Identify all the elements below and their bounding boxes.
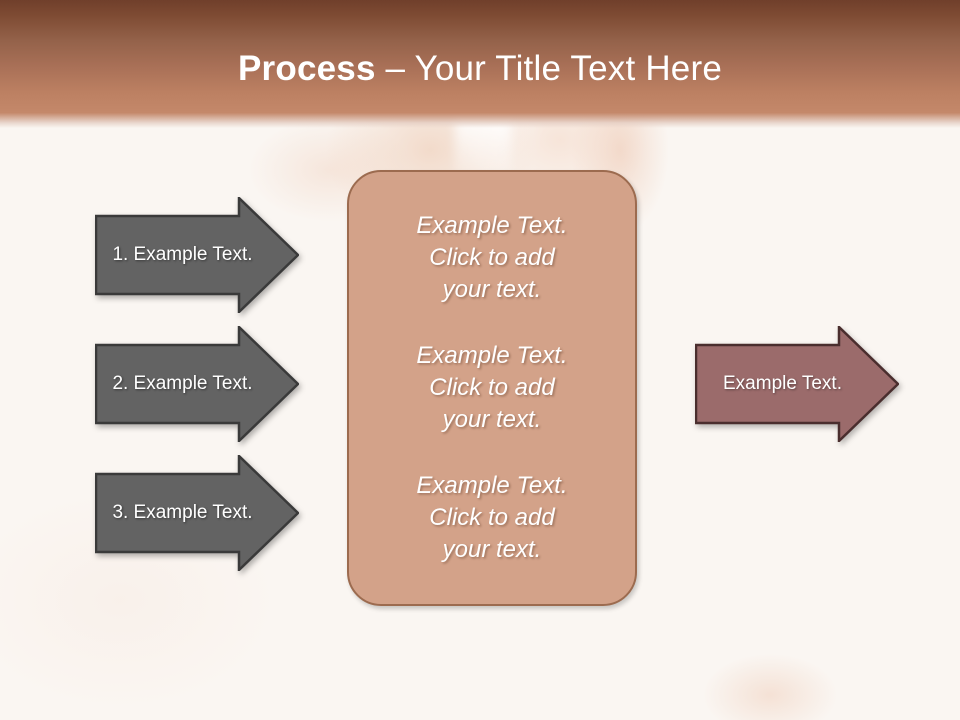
center-content-panel[interactable]: Example Text. Click to add your text. Ex… xyxy=(347,170,637,606)
right-arrow-icon xyxy=(695,326,899,442)
page-title-rest: – Your Title Text Here xyxy=(375,49,722,88)
right-arrow-icon xyxy=(95,455,299,571)
page-title: Process – Your Title Text Here xyxy=(0,49,960,89)
step-arrow-3[interactable]: 3. Example Text. xyxy=(95,455,299,571)
step-arrow-2[interactable]: 2. Example Text. xyxy=(95,326,299,442)
right-arrow-icon xyxy=(95,197,299,313)
center-paragraph-3: Example Text. Click to add your text. xyxy=(416,472,568,563)
center-paragraph-2: Example Text. Click to add your text. xyxy=(416,342,568,433)
center-paragraph-1: Example Text. Click to add your text. xyxy=(416,212,568,303)
step-arrow-1[interactable]: 1. Example Text. xyxy=(95,197,299,313)
page-title-strong: Process xyxy=(238,49,376,88)
right-arrow-icon xyxy=(95,326,299,442)
result-arrow[interactable]: Example Text. xyxy=(695,326,899,442)
